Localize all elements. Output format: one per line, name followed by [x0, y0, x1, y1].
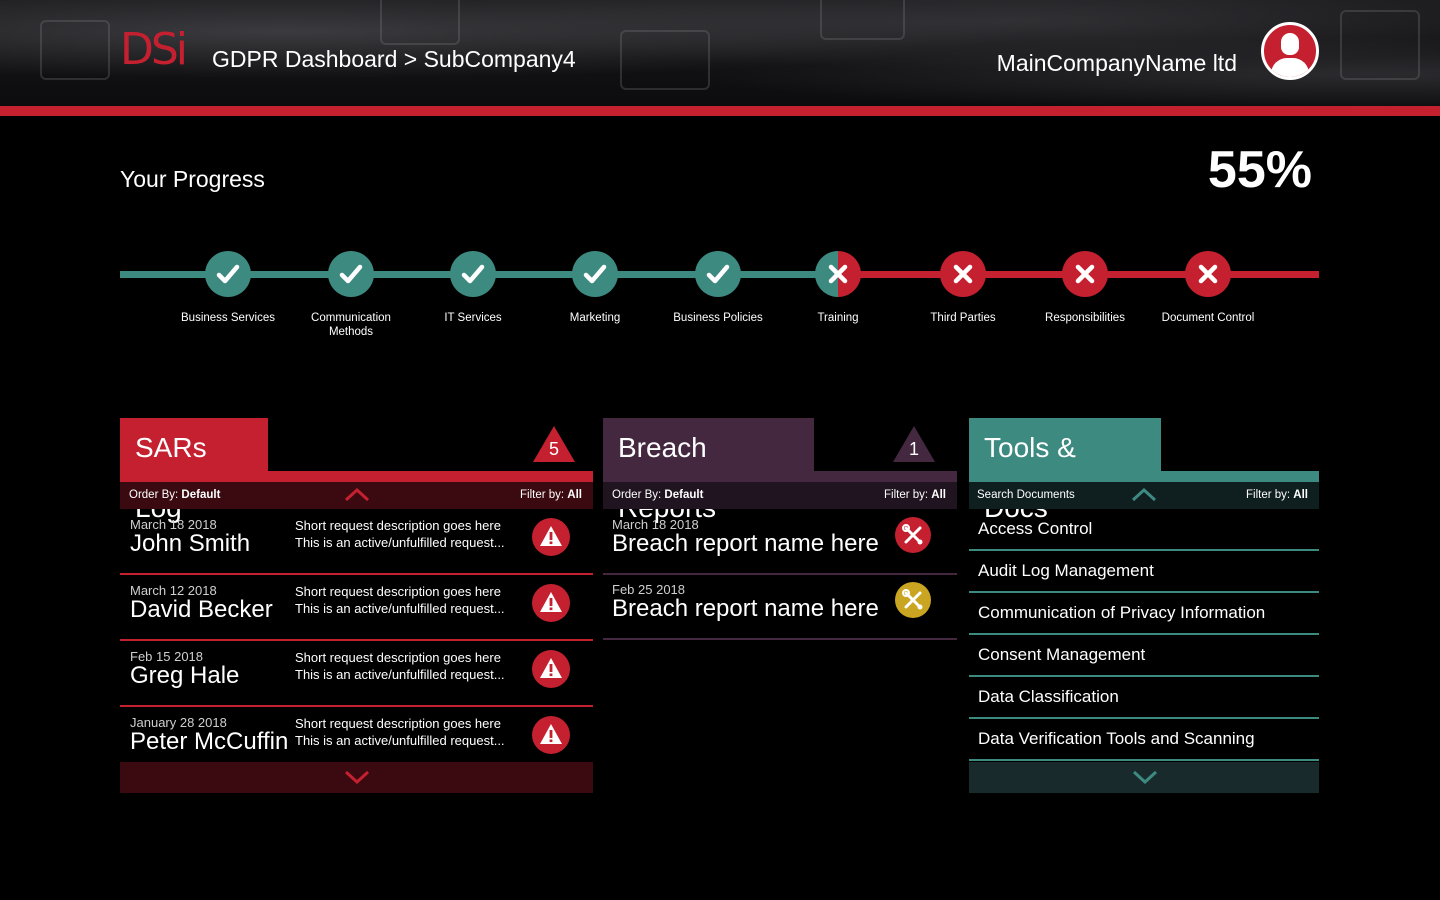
progress-step[interactable]: Communication Methods — [291, 251, 411, 339]
sar-date: March 18 2018 — [130, 517, 217, 532]
document-item[interactable]: Communication of Privacy Information — [969, 593, 1319, 635]
search-documents[interactable]: Search Documents — [977, 489, 1075, 501]
sars-toolbar: Order By: Default Filter by: All — [120, 482, 593, 509]
sar-requester-name: John Smith — [130, 530, 251, 557]
header-banner — [0, 0, 1440, 106]
sar-date: Feb 15 2018 — [130, 649, 204, 664]
breach-filter-by[interactable]: Filter by: All — [884, 489, 946, 501]
progress-step[interactable]: Responsibilities — [1025, 251, 1145, 325]
progress-step[interactable]: Marketing — [535, 251, 655, 325]
sars-count: 5 — [548, 439, 559, 459]
warning-icon[interactable] — [532, 518, 570, 556]
breach-count-badge: 1 — [893, 426, 935, 462]
sars-filter-by[interactable]: Filter by: All — [520, 489, 582, 501]
sars-order-by[interactable]: Order By: Default — [129, 489, 221, 501]
check-icon — [572, 251, 618, 297]
tools-docs-title[interactable]: Tools & Docs — [969, 418, 1161, 523]
progress-step-label: Responsibilities — [1045, 312, 1125, 324]
sars-count-badge: 5 — [533, 426, 575, 462]
breach-header-bar — [603, 471, 957, 482]
user-avatar-icon[interactable] — [1261, 22, 1319, 80]
progress-step[interactable]: Third Parties — [903, 251, 1023, 325]
check-icon — [450, 251, 496, 297]
document-item[interactable]: Data Classification — [969, 677, 1319, 719]
document-item[interactable]: Access Control — [969, 509, 1319, 551]
breach-date: March 18 2018 — [612, 517, 699, 532]
check-icon — [695, 251, 741, 297]
progress-step[interactable]: IT Services — [413, 251, 533, 325]
tools-header-bar — [969, 471, 1319, 482]
chevron-down-icon[interactable] — [344, 770, 370, 784]
progress-step[interactable]: Training — [778, 251, 898, 325]
keyboard-key-decor — [820, 0, 905, 40]
progress-step-label: Training — [817, 312, 859, 324]
header-accent-bar — [0, 106, 1440, 116]
keyboard-key-decor — [380, 0, 460, 45]
warning-icon[interactable] — [532, 716, 570, 754]
chevron-down-icon[interactable] — [1132, 770, 1158, 784]
progress-step-label: Business Policies — [673, 312, 763, 324]
sars-header-bar — [120, 471, 593, 482]
tools-toolbar: Search Documents Filter by: All — [969, 482, 1319, 509]
warning-icon[interactable] — [532, 584, 570, 622]
progress-step-label: Business Services — [181, 312, 275, 324]
company-name: MainCompanyName ltd — [996, 50, 1237, 76]
progress-title: Your Progress — [120, 166, 265, 192]
cross-icon — [815, 251, 861, 297]
progress-step[interactable]: Business Services — [168, 251, 288, 325]
progress-step-label: Document Control — [1161, 312, 1255, 324]
cross-icon — [1062, 251, 1108, 297]
cross-icon — [940, 251, 986, 297]
sar-requester-name: Peter McCuffin — [130, 728, 289, 755]
progress-step-label: Third Parties — [930, 312, 996, 324]
sar-requester-name: David Becker — [130, 596, 273, 623]
breach-order-by[interactable]: Order By: Default — [612, 489, 704, 501]
progress-step-label: Communication Methods — [311, 312, 391, 338]
sars-footer — [120, 762, 593, 793]
keyboard-key-decor — [40, 20, 110, 80]
keyboard-key-decor — [620, 30, 710, 90]
dsi-logo[interactable]: DSi — [120, 24, 188, 75]
warning-icon[interactable] — [532, 650, 570, 688]
document-item[interactable]: Data Verification Tools and Scanning — [969, 719, 1319, 761]
breach-count: 1 — [908, 439, 919, 459]
document-item[interactable]: Consent Management — [969, 635, 1319, 677]
breach-report-name: Breach report name here — [612, 530, 879, 557]
document-item[interactable]: Audit Log Management — [969, 551, 1319, 593]
progress-step[interactable]: Business Policies — [658, 251, 778, 325]
breach-report-name: Breach report name here — [612, 595, 879, 622]
sar-date: January 28 2018 — [130, 715, 227, 730]
breadcrumb[interactable]: GDPR Dashboard > SubCompany4 — [212, 46, 576, 72]
breach-reports-title[interactable]: Breach Reports — [603, 418, 814, 523]
cross-icon — [1185, 251, 1231, 297]
tools-footer — [969, 762, 1319, 793]
progress-step-label: IT Services — [444, 312, 502, 324]
check-icon — [205, 251, 251, 297]
sar-requester-name: Greg Hale — [130, 662, 240, 689]
progress-step-label: Marketing — [569, 312, 621, 324]
tools-filter-by[interactable]: Filter by: All — [1246, 489, 1308, 501]
chevron-up-icon[interactable] — [344, 488, 370, 502]
check-icon — [328, 251, 374, 297]
chevron-up-icon[interactable] — [1131, 488, 1157, 502]
breach-date: Feb 25 2018 — [612, 582, 686, 597]
tools-icon[interactable] — [895, 582, 931, 618]
progress-percent: 55% — [1207, 141, 1312, 199]
progress-step[interactable]: Document Control — [1148, 251, 1268, 325]
breach-toolbar: Order By: Default Filter by: All — [603, 482, 957, 509]
sars-log-title[interactable]: SARs Log — [120, 418, 268, 523]
sar-date: March 12 2018 — [130, 583, 217, 598]
tools-icon[interactable] — [895, 517, 931, 553]
keyboard-key-decor — [1340, 10, 1420, 80]
